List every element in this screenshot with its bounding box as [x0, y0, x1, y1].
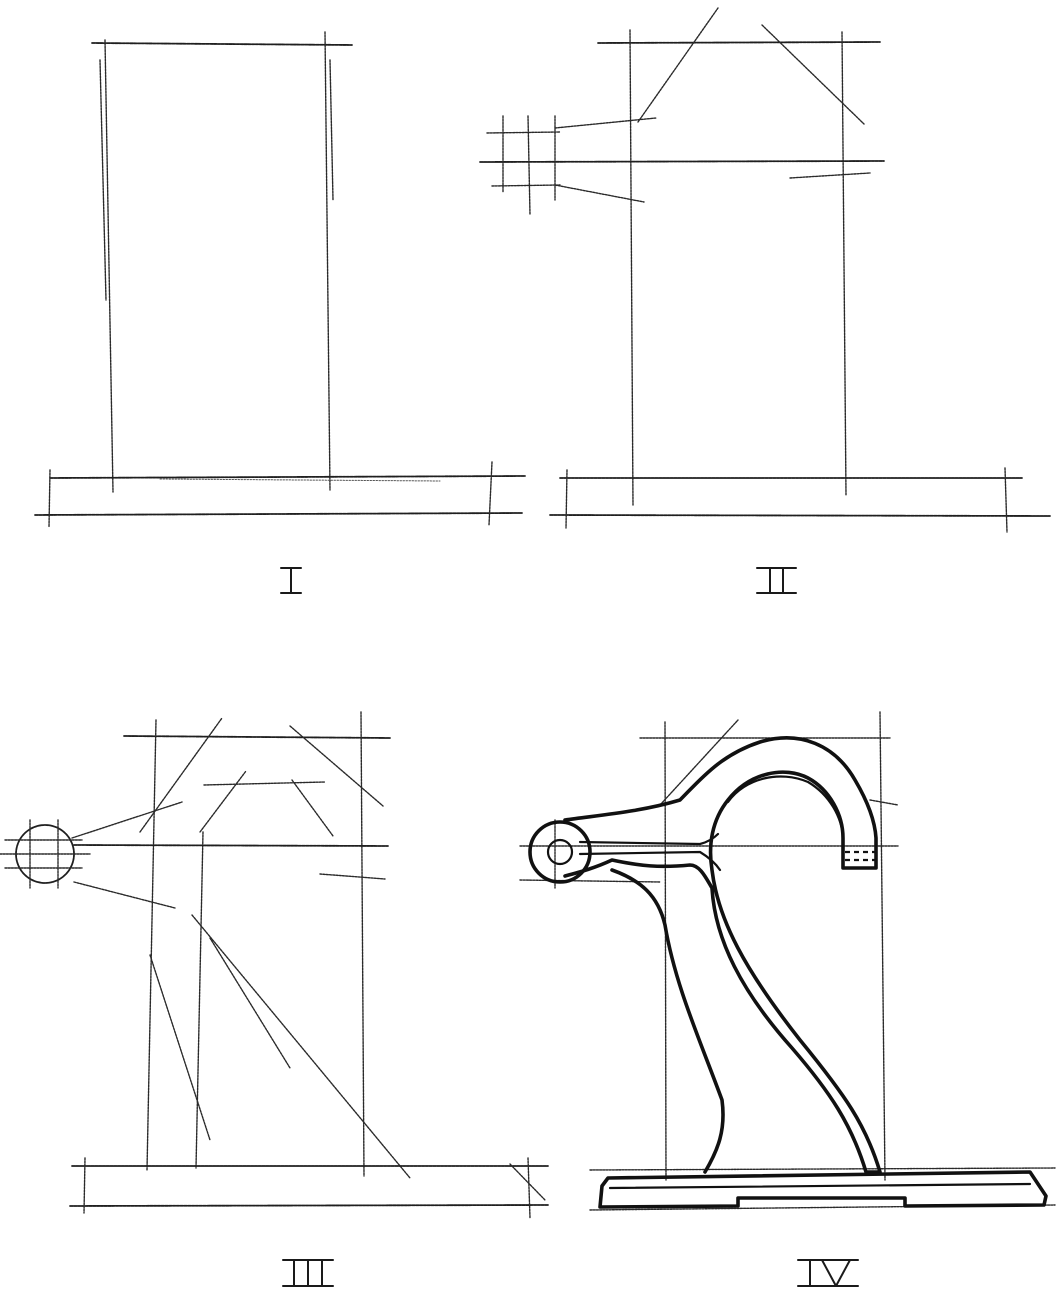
step-1-sketch: [34, 31, 526, 528]
step-2-numeral: [756, 567, 797, 594]
step-3-numeral: [282, 1259, 334, 1287]
step-3-sketch: [0, 711, 549, 1219]
hub-inner: [546, 838, 574, 866]
step-4-ink-outline: [528, 736, 1048, 1209]
frame-outline: [563, 736, 882, 1174]
step-2-sketch: [479, 7, 1051, 533]
hub-outer: [528, 820, 592, 884]
rear-leg: [610, 868, 725, 1174]
step-4-numeral: [797, 1259, 859, 1287]
base-plate: [598, 1170, 1048, 1209]
step-1-numeral: [280, 567, 302, 594]
step-4-construction: [519, 711, 1056, 1211]
